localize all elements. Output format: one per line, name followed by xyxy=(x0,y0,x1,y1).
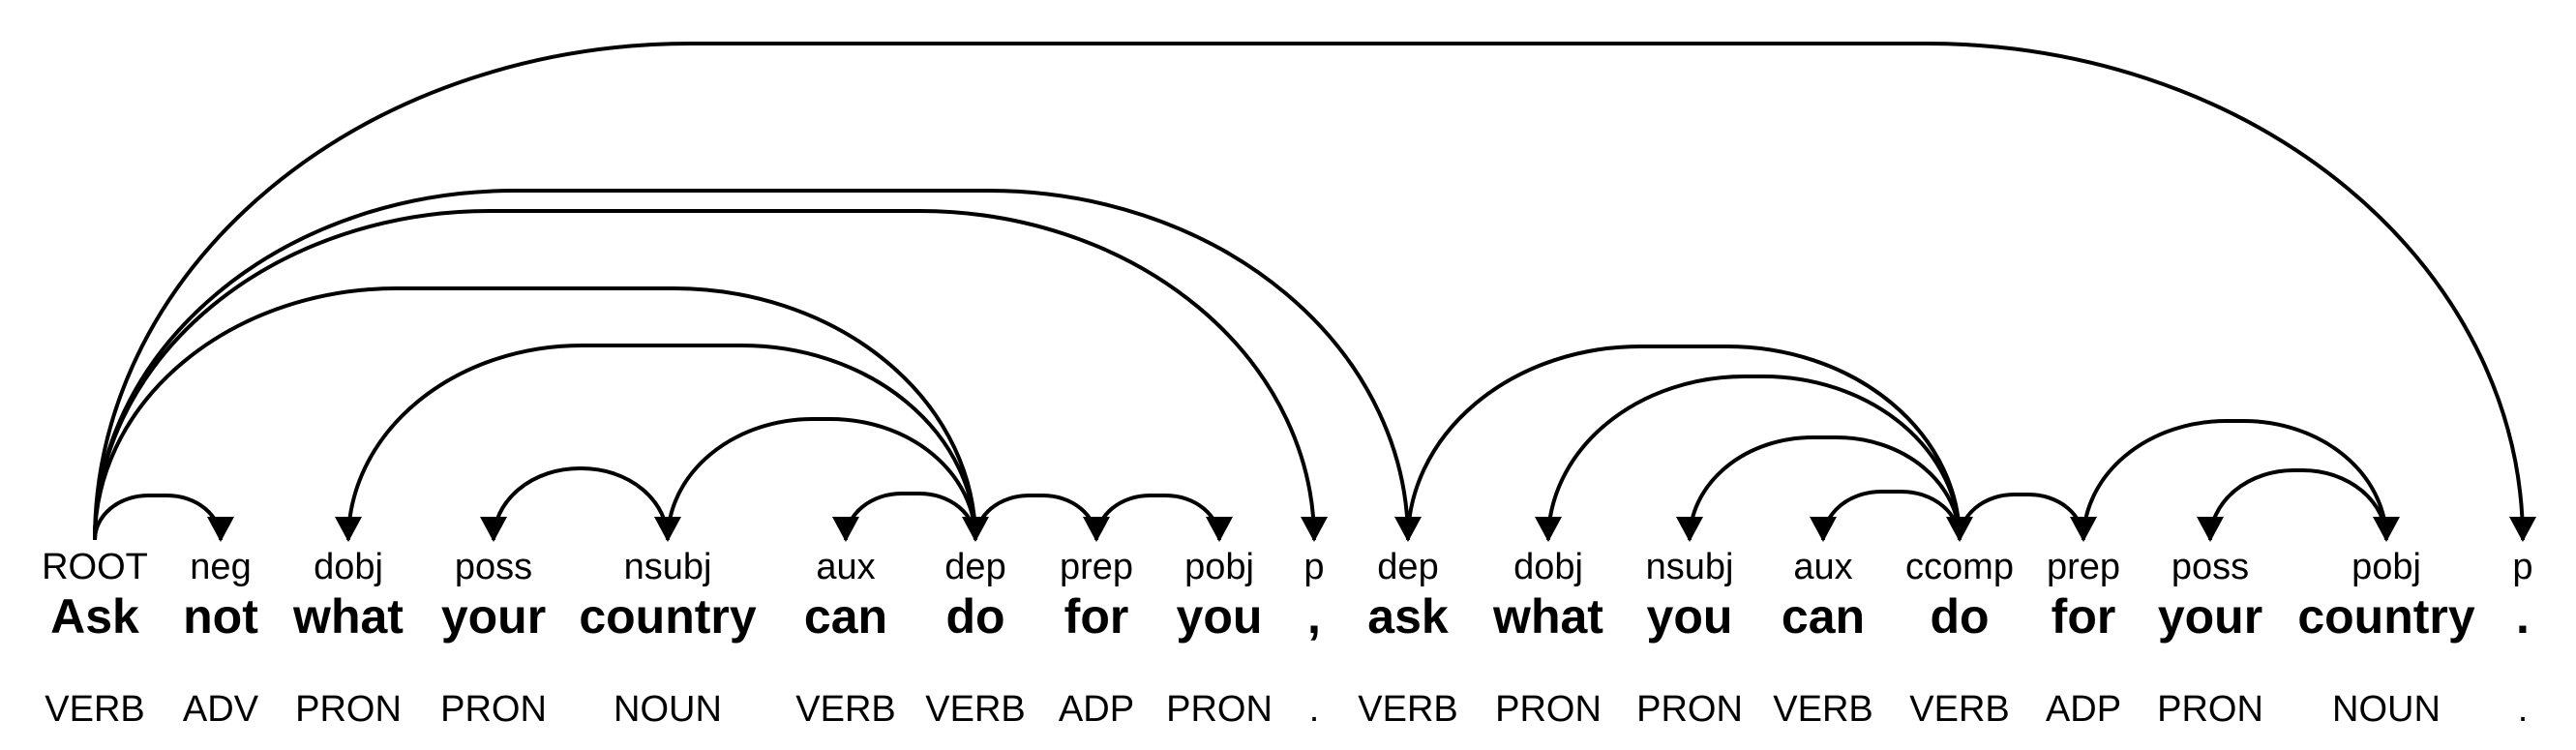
pos-tag: PRON xyxy=(2157,689,2263,730)
dependency-arc xyxy=(666,417,977,541)
token-word: . xyxy=(2516,589,2530,644)
dependency-arc xyxy=(1958,493,2085,541)
dep-label: p xyxy=(1303,547,1325,587)
pos-tag: PRON xyxy=(1166,689,1273,730)
token-word: country xyxy=(2297,589,2475,644)
pos-tag: . xyxy=(1308,689,1320,730)
dependency-arc xyxy=(93,286,977,541)
token-word: what xyxy=(293,589,404,644)
dep-label: aux xyxy=(816,547,876,587)
dependency-arc xyxy=(93,209,1316,541)
dep-label: nsubj xyxy=(623,547,712,587)
token-word: Ask xyxy=(50,589,139,644)
pos-tag: VERB xyxy=(45,689,145,730)
dependency-arc xyxy=(93,189,1410,541)
dependency-arc xyxy=(844,492,977,541)
pos-tag: PRON xyxy=(295,689,402,730)
dep-label: neg xyxy=(190,547,252,587)
token-word: what xyxy=(1493,589,1603,644)
dependency-arc xyxy=(346,344,977,541)
pos-tag: ADV xyxy=(182,689,259,730)
pos-tag: NOUN xyxy=(614,689,722,730)
token-word: your xyxy=(2157,589,2263,644)
dep-label: dobj xyxy=(1513,547,1583,587)
token-word: for xyxy=(2051,589,2116,644)
dep-label: ccomp xyxy=(1905,547,2014,587)
arrowhead-icon xyxy=(1301,517,1328,542)
dep-label: dobj xyxy=(314,547,383,587)
pos-tag: VERB xyxy=(1358,689,1458,730)
token-word: can xyxy=(803,589,888,644)
dep-label: pobj xyxy=(2351,547,2421,587)
dep-label: dep xyxy=(944,547,1006,587)
arrowhead-icon xyxy=(2509,517,2536,542)
dependency-arc xyxy=(1094,494,1221,541)
token-word: , xyxy=(1307,589,1321,644)
dependency-arc xyxy=(93,494,223,541)
dependency-arc xyxy=(492,466,670,541)
token-word: you xyxy=(1176,589,1263,644)
token-word: not xyxy=(183,589,258,644)
token-word: your xyxy=(440,589,547,644)
token-word: you xyxy=(1646,589,1733,644)
dep-label: p xyxy=(2512,547,2533,587)
token-word: can xyxy=(1781,589,1866,644)
dep-label: aux xyxy=(1793,547,1853,587)
pos-tag: PRON xyxy=(440,689,547,730)
arrowhead-icon xyxy=(2197,517,2224,542)
pos-tag: ADP xyxy=(1058,689,1135,730)
token-word: do xyxy=(945,589,1005,644)
dependency-arc xyxy=(2082,419,2388,541)
pos-tag: PRON xyxy=(1495,689,1602,730)
pos-tag: VERB xyxy=(1909,689,2010,730)
arrowhead-icon xyxy=(1535,517,1562,542)
arrowhead-icon xyxy=(335,517,362,542)
arrowhead-icon xyxy=(654,517,681,542)
dependency-arc xyxy=(93,42,2525,541)
dep-label: prep xyxy=(2046,547,2121,587)
arrowhead-icon xyxy=(1676,517,1703,542)
dependency-arc xyxy=(973,494,1098,541)
dependency-arc xyxy=(1546,375,1962,541)
dependency-arc xyxy=(1406,345,1962,541)
token-word: do xyxy=(1930,589,1990,644)
dependency-arc xyxy=(1821,490,1962,541)
dependency-arc xyxy=(1688,435,1962,541)
arrowhead-icon xyxy=(1810,517,1837,542)
arrowhead-icon xyxy=(1206,517,1233,542)
token-word: for xyxy=(1063,589,1129,644)
pos-tag: VERB xyxy=(925,689,1026,730)
dep-label: pobj xyxy=(1184,547,1254,587)
pos-tag: VERB xyxy=(795,689,896,730)
arrowhead-icon xyxy=(480,517,507,542)
pos-tag: . xyxy=(2517,689,2529,730)
arrowhead-icon xyxy=(832,517,859,542)
arrowhead-icon xyxy=(207,517,234,542)
pos-tag: NOUN xyxy=(2332,689,2441,730)
token-word: country xyxy=(579,589,757,644)
pos-tag: PRON xyxy=(1636,689,1743,730)
pos-tag: ADP xyxy=(2045,689,2122,730)
pos-tag: VERB xyxy=(1773,689,1873,730)
dep-label: ROOT xyxy=(42,547,148,587)
dependency-arc xyxy=(2208,468,2388,541)
dep-label: poss xyxy=(2171,547,2250,587)
dep-label: prep xyxy=(1059,547,1134,587)
token-word: ask xyxy=(1367,589,1449,644)
dep-label: nsubj xyxy=(1645,547,1734,587)
dep-label: poss xyxy=(454,547,533,587)
dep-label: dep xyxy=(1377,547,1439,587)
